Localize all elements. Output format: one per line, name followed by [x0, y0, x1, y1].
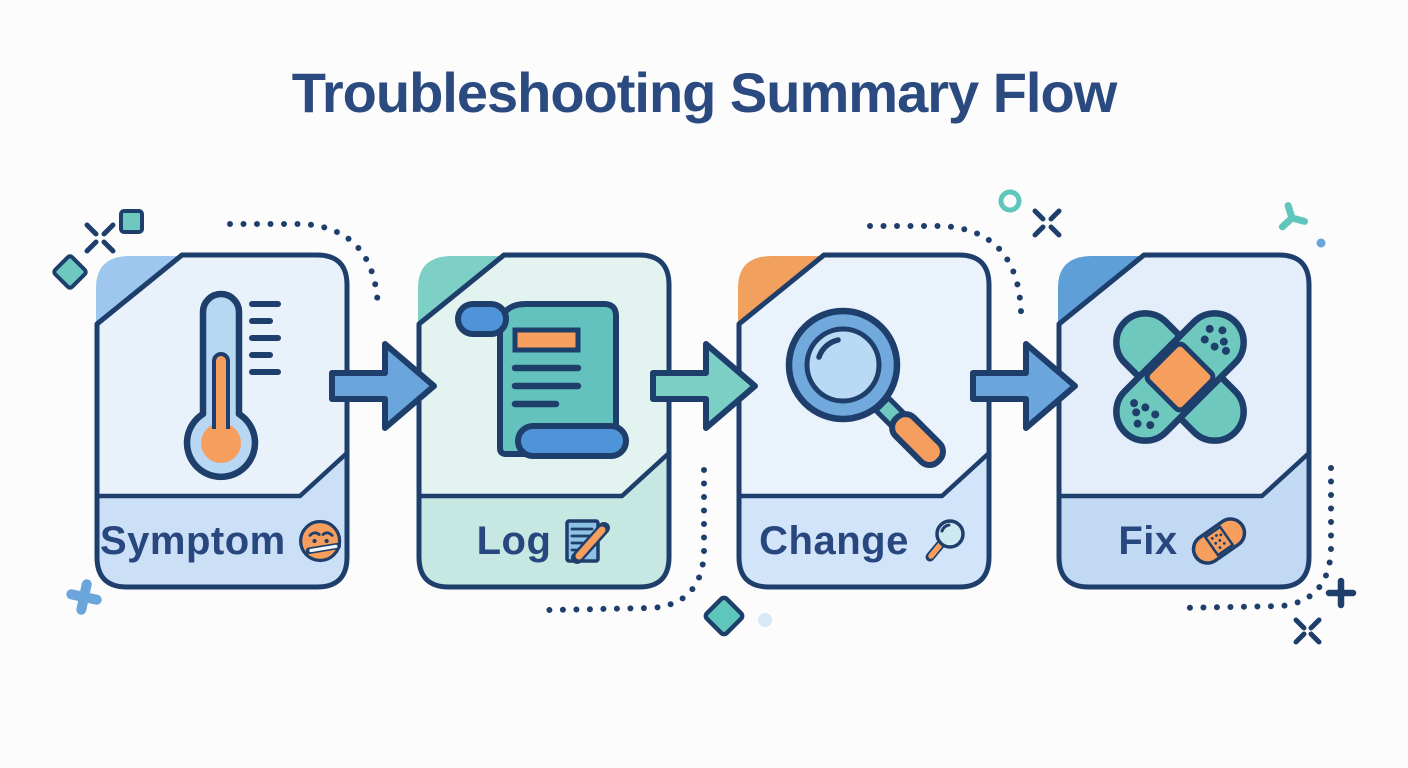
x-sparkle-top-left-icon	[84, 222, 116, 254]
dotted-corner-bottom-middle	[545, 467, 707, 613]
arrow-right-icon	[329, 341, 437, 431]
step-card-fix: Fix	[1056, 252, 1312, 590]
band-divider	[419, 451, 671, 499]
scroll-icon	[455, 301, 629, 459]
teal-diamond-bottom-icon	[703, 595, 745, 637]
band-divider	[739, 451, 991, 499]
mini-magnifier-icon	[925, 519, 965, 562]
label-band	[739, 453, 989, 587]
step-card-log: Log	[416, 252, 672, 590]
dotted-corner-bottom-right	[1175, 465, 1334, 611]
band-divider	[1059, 451, 1311, 499]
teal-square-decoration	[119, 209, 144, 234]
band-divider	[97, 451, 349, 499]
label-band	[1059, 453, 1309, 587]
teal-ring-decoration	[998, 189, 1022, 213]
thermometer-icon	[183, 290, 281, 481]
label-band	[419, 453, 669, 587]
step-label: Symptom	[100, 518, 286, 563]
teal-tri-sparkle-icon	[1278, 202, 1309, 231]
x-sparkle-bottom-right-icon	[1293, 617, 1322, 645]
sick-face-emoji-icon	[298, 519, 341, 563]
card-outline	[1056, 252, 1312, 590]
dotted-arc-top-right	[867, 223, 1024, 315]
blue-dot-decoration	[1316, 238, 1326, 248]
card-outline	[94, 252, 350, 590]
arrow-right-icon	[650, 341, 758, 431]
diagram-title: Troubleshooting Summary Flow	[291, 61, 1118, 124]
step-label: Log	[476, 518, 552, 563]
teal-diamond-top-left-icon	[52, 254, 88, 290]
x-sparkle-top-right-icon	[1032, 208, 1062, 238]
magnifier-icon	[785, 307, 946, 468]
step-label: Fix	[1118, 518, 1178, 563]
crossed-bandages-icon	[1113, 310, 1247, 444]
pale-dot-decoration	[758, 613, 772, 627]
note-pencil-icon	[565, 519, 611, 564]
card-outline	[736, 252, 992, 590]
arrow-right-icon	[970, 341, 1078, 431]
navy-plus-icon	[1325, 577, 1357, 609]
blue-plus-sparkle-icon	[66, 579, 102, 615]
bandage-icon	[1191, 517, 1246, 565]
step-card-change: Change	[736, 252, 992, 590]
step-label: Change	[759, 518, 909, 563]
card-outline	[416, 252, 672, 590]
step-card-symptom: Symptom	[94, 252, 350, 590]
label-band	[97, 453, 347, 587]
